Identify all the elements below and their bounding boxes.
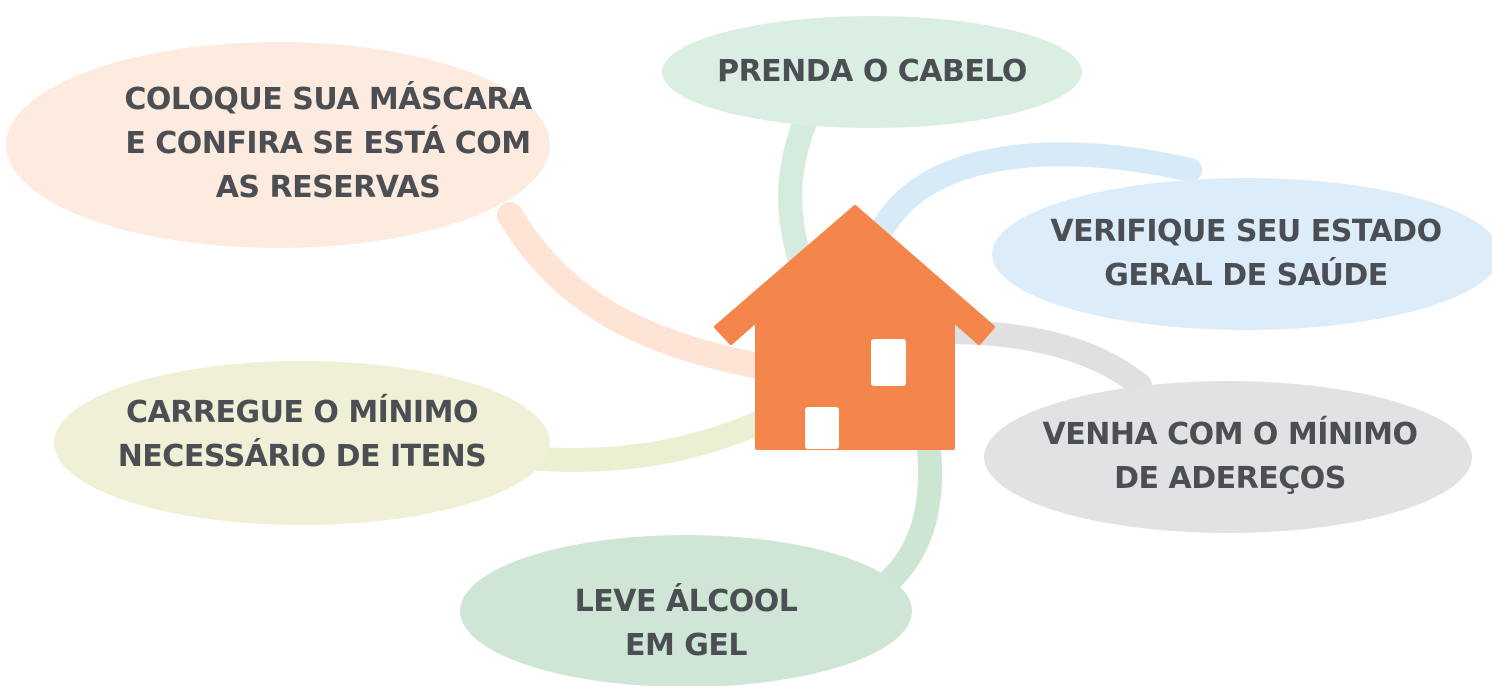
bubble-health xyxy=(992,178,1492,330)
bubble-hair xyxy=(662,16,1082,128)
bubble-accessories xyxy=(984,381,1472,533)
tip-items-line-1: CARREGUE O MÍNIMO xyxy=(126,395,478,430)
tip-accessories-line-1: VENHA COM O MÍNIMO xyxy=(1042,417,1419,452)
tip-hair: PRENDA O CABELO xyxy=(672,50,1072,94)
connector-items xyxy=(518,406,782,473)
connector-health xyxy=(873,142,1202,237)
bubble-items xyxy=(54,361,550,525)
house-icon xyxy=(714,205,995,450)
tip-alcohol-line-2: EM GEL xyxy=(624,628,748,663)
tip-health-line-2: GERAL DE SAÚDE xyxy=(1104,258,1388,293)
tip-items-line-2: NECESSÁRIO DE ITENS xyxy=(117,439,487,474)
bubble-alcohol xyxy=(460,535,912,686)
bubble-mask xyxy=(6,42,550,248)
tip-alcohol: LEVE ÁLCOOL EM GEL xyxy=(486,580,886,668)
tip-accessories: VENHA COM O MÍNIMO DE ADEREÇOS xyxy=(1000,413,1460,501)
tip-mask-line-2: E CONFIRA SE ESTÁ COM xyxy=(125,126,531,161)
house-door xyxy=(805,407,839,449)
tip-accessories-line-2: DE ADEREÇOS xyxy=(1114,461,1346,496)
connector-alcohol xyxy=(873,428,942,597)
tip-mask-line-1: COLOQUE SUA MÁSCARA xyxy=(124,82,532,117)
connector-mask xyxy=(497,202,783,381)
tip-hair-line-1: PRENDA O CABELO xyxy=(717,54,1027,89)
tip-alcohol-line-1: LEVE ÁLCOOL xyxy=(574,584,798,619)
tip-health: VERIFIQUE SEU ESTADO GERAL DE SAÚDE xyxy=(1006,210,1486,298)
tip-mask-line-3: AS RESERVAS xyxy=(215,170,441,205)
tip-items: CARREGUE O MÍNIMO NECESSÁRIO DE ITENS xyxy=(62,391,542,479)
tip-mask: COLOQUE SUA MÁSCARA E CONFIRA SE ESTÁ CO… xyxy=(58,78,598,210)
house-window xyxy=(871,339,906,386)
tip-health-line-1: VERIFIQUE SEU ESTADO xyxy=(1050,214,1442,249)
